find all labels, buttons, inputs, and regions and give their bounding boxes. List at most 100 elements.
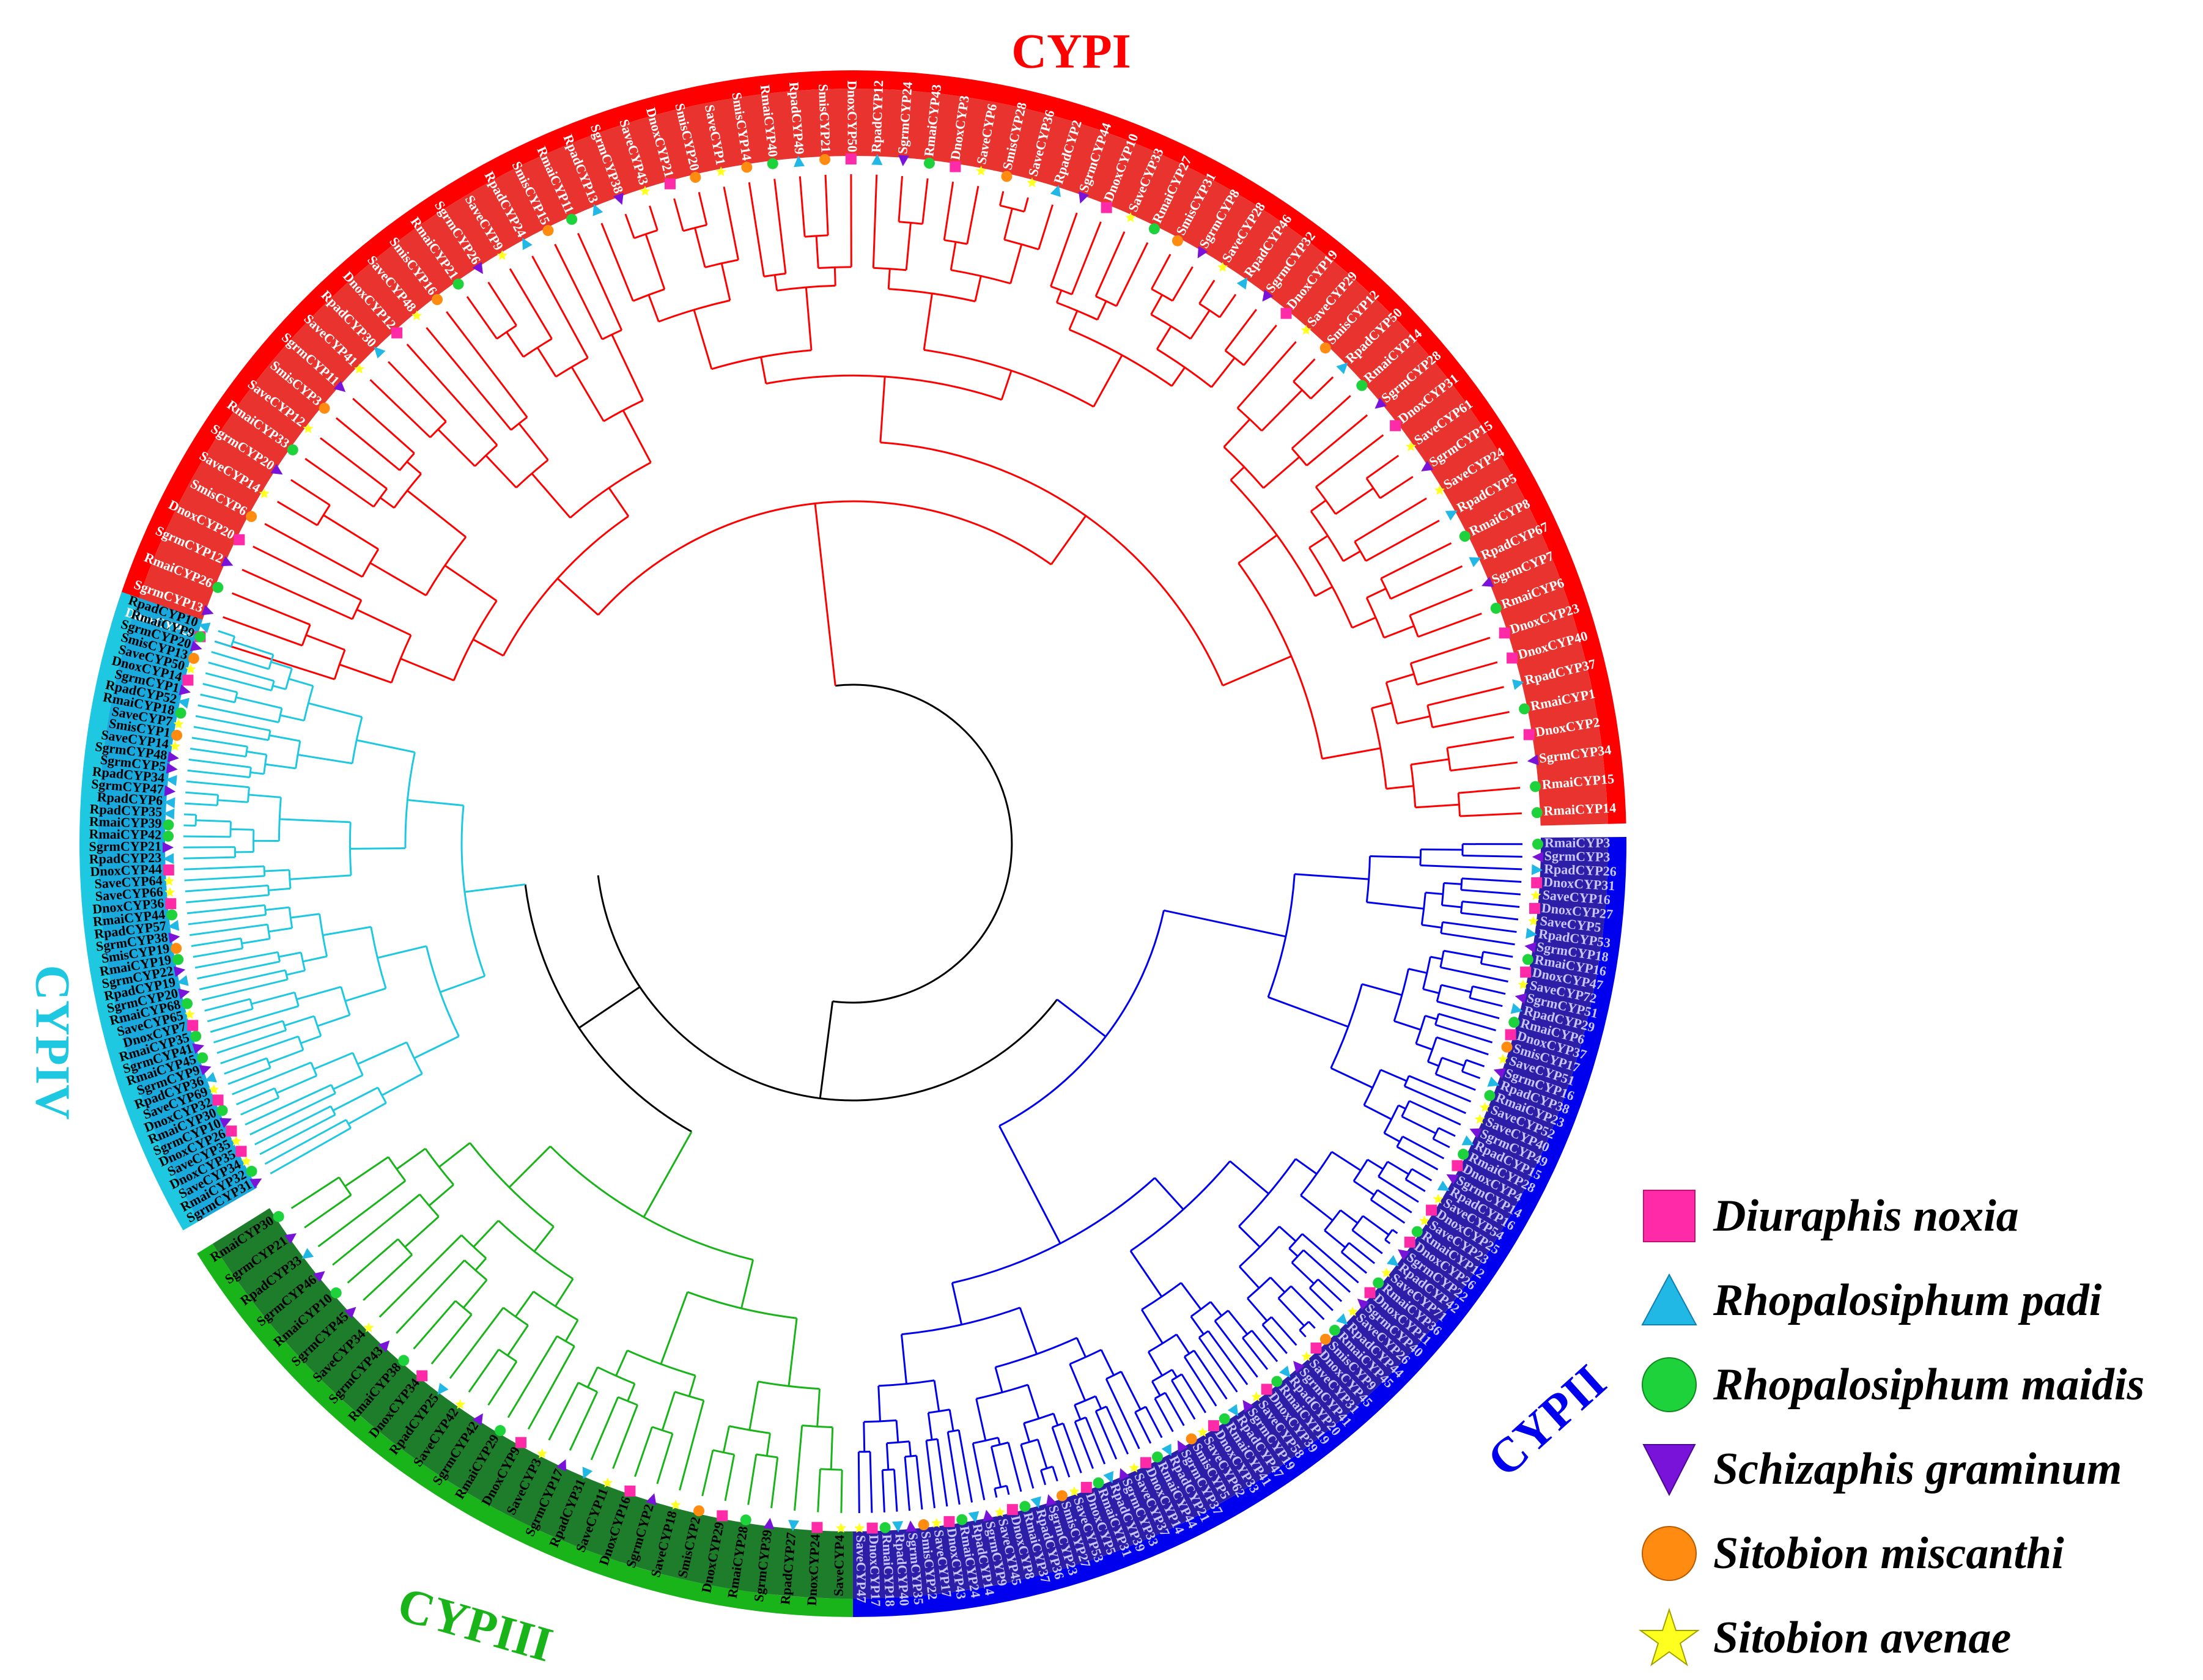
species-marker — [1532, 839, 1543, 850]
species-marker — [956, 1514, 967, 1525]
branch — [937, 1439, 947, 1506]
species-marker — [767, 158, 778, 169]
branch — [250, 1093, 336, 1134]
species-marker — [880, 1522, 891, 1533]
species-marker — [1426, 1204, 1437, 1215]
branch — [905, 1457, 909, 1511]
branch — [356, 740, 415, 753]
branch — [190, 924, 267, 935]
species-marker — [1507, 652, 1518, 663]
branch — [333, 1195, 420, 1265]
species-marker — [226, 1126, 237, 1137]
branch — [1439, 1128, 1455, 1136]
legend-label: Sitobion miscanthi — [1713, 1528, 2064, 1580]
species-marker — [740, 1514, 751, 1525]
branch — [1107, 1407, 1128, 1454]
branch — [1252, 1330, 1277, 1361]
species-marker — [1499, 627, 1510, 638]
branch — [236, 698, 282, 709]
branch — [1176, 1335, 1189, 1354]
species-marker — [665, 179, 676, 190]
branch — [414, 1036, 459, 1058]
branch — [976, 1399, 986, 1440]
legend-item-sitobion-avenae: Sitobion avenae — [1639, 1596, 2189, 1680]
branch — [1397, 1147, 1438, 1170]
species-marker — [1001, 171, 1012, 182]
branch — [1349, 1243, 1375, 1264]
branch — [397, 1149, 426, 1169]
legend-item-sitobion-miscanthi: Sitobion miscanthi — [1639, 1511, 2189, 1596]
branch — [1172, 1380, 1195, 1420]
branch — [489, 1361, 517, 1405]
branch — [1011, 245, 1022, 284]
branch — [186, 781, 249, 787]
branch — [1384, 626, 1414, 638]
branch — [742, 1260, 753, 1308]
species-marker — [164, 786, 176, 797]
branch — [184, 814, 196, 815]
branch — [1072, 222, 1101, 295]
circle-icon — [1639, 1354, 1700, 1415]
branch — [1381, 1070, 1407, 1081]
species-marker — [943, 1516, 954, 1527]
species-marker — [287, 444, 298, 455]
branch — [1442, 1058, 1464, 1066]
branch — [572, 367, 603, 421]
branch — [1247, 1299, 1267, 1321]
branch — [1392, 1229, 1397, 1233]
branch — [519, 424, 548, 460]
branch — [284, 1016, 314, 1026]
branch — [602, 223, 633, 301]
branch — [1461, 890, 1521, 894]
branch — [818, 1469, 821, 1512]
species-marker — [1007, 1504, 1018, 1515]
branch — [1053, 1467, 1058, 1481]
branch — [388, 362, 446, 422]
branch — [1384, 1133, 1400, 1141]
branch — [279, 952, 301, 957]
star-icon — [1639, 1607, 1700, 1668]
branch — [1410, 590, 1472, 616]
branch — [1000, 191, 1003, 205]
branch — [973, 1443, 984, 1500]
branch — [1230, 1161, 1269, 1193]
branch — [1428, 687, 1504, 706]
branch — [1355, 498, 1426, 542]
branch — [1279, 1299, 1304, 1326]
branch — [1182, 1374, 1206, 1413]
branch — [1155, 1399, 1173, 1432]
branch — [407, 490, 466, 537]
leaf-label: SmisCYP21 — [816, 84, 834, 153]
branch — [1151, 295, 1162, 314]
branch — [909, 1442, 910, 1456]
branch — [816, 236, 818, 268]
branch — [674, 199, 684, 231]
species-marker — [1172, 235, 1183, 246]
branch — [1164, 910, 1285, 937]
branch — [1116, 243, 1148, 306]
branch — [646, 234, 665, 289]
branch — [635, 1427, 652, 1476]
branch — [473, 639, 503, 656]
branch — [1228, 1311, 1247, 1335]
branch — [680, 1401, 704, 1490]
branch — [695, 228, 706, 268]
species-marker — [819, 154, 830, 165]
branch — [537, 348, 556, 377]
branch — [591, 1397, 618, 1460]
branch — [558, 578, 598, 615]
species-marker — [811, 1522, 822, 1533]
branch — [333, 1075, 363, 1089]
clade-band-cypi — [129, 89, 1608, 826]
branch — [1332, 1152, 1360, 1170]
branch — [192, 738, 248, 747]
branch — [1394, 1021, 1421, 1030]
branch — [1292, 396, 1351, 448]
branch — [221, 1036, 298, 1063]
branch — [689, 1376, 695, 1396]
species-marker — [171, 943, 182, 954]
branch — [1378, 1177, 1419, 1203]
species-marker — [846, 153, 857, 164]
branch — [1308, 1322, 1315, 1328]
species-marker — [542, 225, 553, 236]
